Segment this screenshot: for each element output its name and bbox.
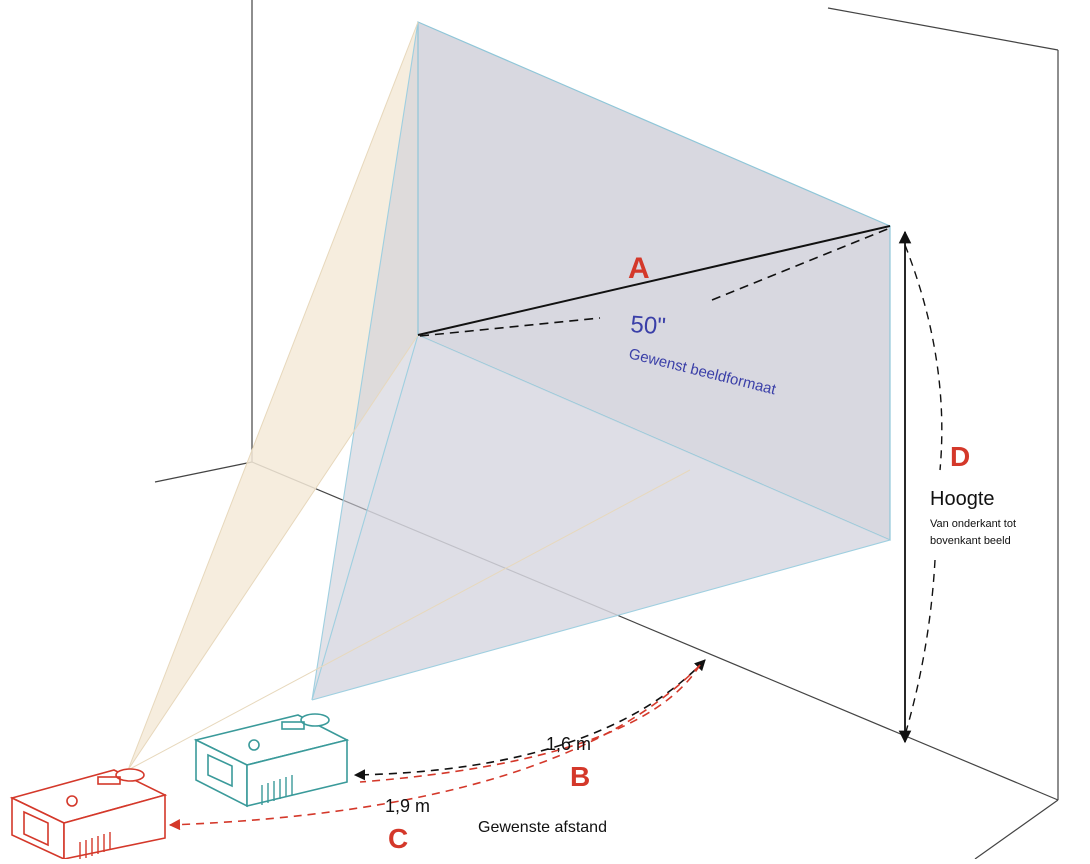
distance-arrow-far-red: [168, 664, 701, 831]
floor-left-line: [154, 461, 253, 483]
label-a: A: [628, 252, 650, 285]
label-height-title: Hoogte: [930, 488, 995, 510]
far-cone-edges: [127, 21, 691, 771]
height-dashed-curve: [904, 244, 943, 736]
ceiling-right-line: [827, 7, 1059, 51]
label-screen-size: 50": [630, 311, 667, 340]
label-c: C: [388, 823, 408, 854]
diagonal-dashed-arc: [419, 227, 891, 337]
label-height-line1: Van onderkant tot: [930, 518, 1016, 530]
label-b: B: [570, 761, 590, 792]
floor-right-line: [974, 799, 1059, 860]
near-projector-icon: [193, 713, 350, 808]
far-projector-icon: [9, 768, 168, 861]
distance-arrow-near-red: [359, 664, 701, 783]
label-d: D: [950, 441, 970, 472]
label-distance-near: 1,6 m: [546, 734, 591, 754]
distance-arrow-near-black: [353, 659, 706, 781]
label-height-line2: bovenkant beeld: [930, 535, 1011, 547]
label-distance-caption: Gewenste afstand: [478, 819, 607, 836]
label-distance-far: 1,9 m: [385, 796, 430, 816]
diagonal-line-a: [417, 225, 891, 336]
